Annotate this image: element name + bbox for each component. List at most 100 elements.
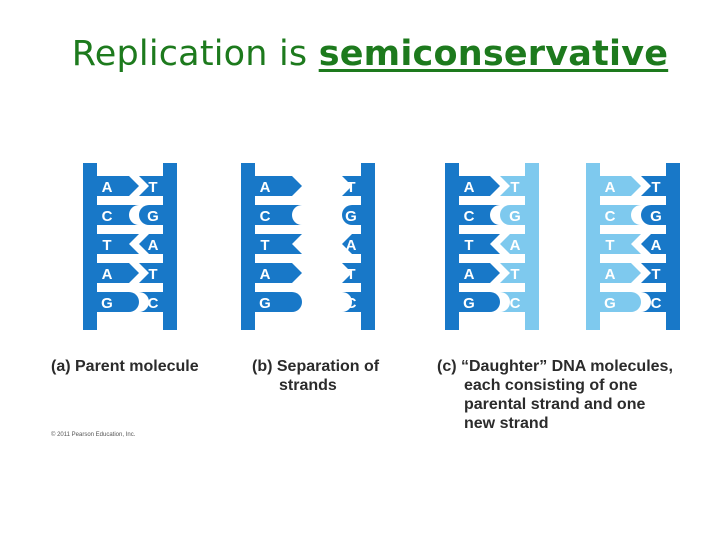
base-block-left bbox=[254, 176, 302, 196]
left-backbone-a bbox=[83, 163, 97, 330]
base-letter-left: A bbox=[260, 179, 271, 196]
base-block-left bbox=[458, 292, 500, 312]
base-letter-left: C bbox=[260, 208, 271, 225]
base-block-right bbox=[500, 263, 526, 283]
base-letter-left: A bbox=[102, 179, 113, 196]
base-block-right bbox=[641, 205, 667, 225]
base-letter-right: A bbox=[148, 237, 159, 254]
base-letter-left: A bbox=[260, 266, 271, 283]
base-letter-right: C bbox=[148, 295, 159, 312]
base-block-left bbox=[96, 176, 139, 196]
base-letter-left: C bbox=[605, 208, 616, 225]
base-block-left bbox=[599, 292, 641, 312]
right-backbone-c2 bbox=[666, 163, 680, 330]
base-letter-right: T bbox=[651, 179, 660, 196]
base-block-left bbox=[458, 263, 500, 283]
base-block-left bbox=[254, 263, 302, 283]
base-letter-right: G bbox=[650, 208, 662, 225]
base-letter-right: A bbox=[346, 237, 357, 254]
base-letter-left: G bbox=[604, 295, 616, 312]
base-block-left bbox=[599, 205, 641, 225]
base-block-left bbox=[599, 234, 641, 254]
base-block-right bbox=[342, 176, 362, 196]
base-block-right bbox=[139, 205, 164, 225]
base-letter-left: T bbox=[102, 237, 111, 254]
base-letter-left: A bbox=[464, 179, 475, 196]
caption-line: new strand bbox=[464, 415, 549, 432]
base-block-left bbox=[458, 176, 500, 196]
left-backbone-c2 bbox=[586, 163, 600, 330]
base-letter-left: A bbox=[102, 266, 113, 283]
base-block-left bbox=[254, 292, 302, 312]
base-letter-right: T bbox=[148, 179, 157, 196]
base-letter-left: G bbox=[259, 295, 271, 312]
base-block-left bbox=[254, 205, 302, 225]
base-block-right bbox=[641, 234, 667, 254]
base-letter-left: G bbox=[101, 295, 113, 312]
base-block-left bbox=[96, 263, 139, 283]
base-letter-right: A bbox=[510, 237, 521, 254]
base-block-left bbox=[458, 205, 500, 225]
base-block-right bbox=[500, 176, 526, 196]
caption-separation: (b) Separation of strands bbox=[252, 357, 379, 395]
base-letter-right: G bbox=[147, 208, 159, 225]
base-block-left bbox=[96, 292, 139, 312]
base-block-left bbox=[599, 263, 641, 283]
caption-parent-molecule: (a) Parent molecule bbox=[51, 357, 199, 376]
base-block-left bbox=[599, 176, 641, 196]
base-letter-left: T bbox=[464, 237, 473, 254]
base-letter-right: G bbox=[345, 208, 357, 225]
base-letter-left: C bbox=[102, 208, 113, 225]
base-block-right bbox=[500, 292, 526, 312]
base-block-right bbox=[139, 263, 164, 283]
base-letter-right: A bbox=[651, 237, 662, 254]
base-block-right bbox=[641, 292, 667, 312]
base-block-left bbox=[96, 234, 139, 254]
base-letter-right: T bbox=[346, 179, 355, 196]
base-letter-left: T bbox=[605, 237, 614, 254]
caption-line: each consisting of one bbox=[464, 377, 638, 394]
slide-title: Replication is semiconservative bbox=[0, 34, 720, 74]
base-block-left bbox=[254, 234, 302, 254]
left-backbone-c1 bbox=[445, 163, 459, 330]
base-letter-right: G bbox=[509, 208, 521, 225]
base-block-right bbox=[342, 292, 362, 312]
base-letter-right: T bbox=[510, 266, 519, 283]
base-block-right bbox=[342, 234, 362, 254]
base-block-right bbox=[139, 176, 164, 196]
base-block-right bbox=[641, 263, 667, 283]
caption-line: (c) “Daughter” DNA molecules, bbox=[437, 358, 673, 375]
base-block-right bbox=[139, 234, 164, 254]
caption-line: (b) Separation of bbox=[252, 358, 380, 375]
copyright-notice: © 2011 Pearson Education, Inc. bbox=[51, 432, 136, 438]
base-letter-left: G bbox=[463, 295, 475, 312]
base-letter-left: A bbox=[605, 266, 616, 283]
base-letter-right: C bbox=[510, 295, 521, 312]
caption-daughter-molecules: (c) “Daughter” DNA molecules, each consis… bbox=[437, 357, 673, 433]
right-backbone-b bbox=[361, 163, 375, 330]
base-block-left bbox=[458, 234, 500, 254]
right-backbone-a bbox=[163, 163, 177, 330]
base-letter-left: T bbox=[260, 237, 269, 254]
base-block-right bbox=[139, 292, 164, 312]
caption-line: parental strand and one bbox=[464, 396, 646, 413]
title-emphasis: semiconservative bbox=[318, 34, 669, 74]
base-letter-left: A bbox=[464, 266, 475, 283]
base-letter-right: C bbox=[651, 295, 662, 312]
caption-line: strands bbox=[279, 377, 337, 394]
base-block-right bbox=[500, 234, 526, 254]
base-block-right bbox=[500, 205, 526, 225]
base-letter-left: A bbox=[605, 179, 616, 196]
left-backbone-b bbox=[241, 163, 255, 330]
base-letter-right: T bbox=[148, 266, 157, 283]
base-block-left bbox=[96, 205, 139, 225]
base-block-right bbox=[342, 205, 362, 225]
caption-line: (a) Parent molecule bbox=[51, 358, 199, 375]
base-letter-right: T bbox=[346, 266, 355, 283]
base-letter-right: C bbox=[346, 295, 357, 312]
